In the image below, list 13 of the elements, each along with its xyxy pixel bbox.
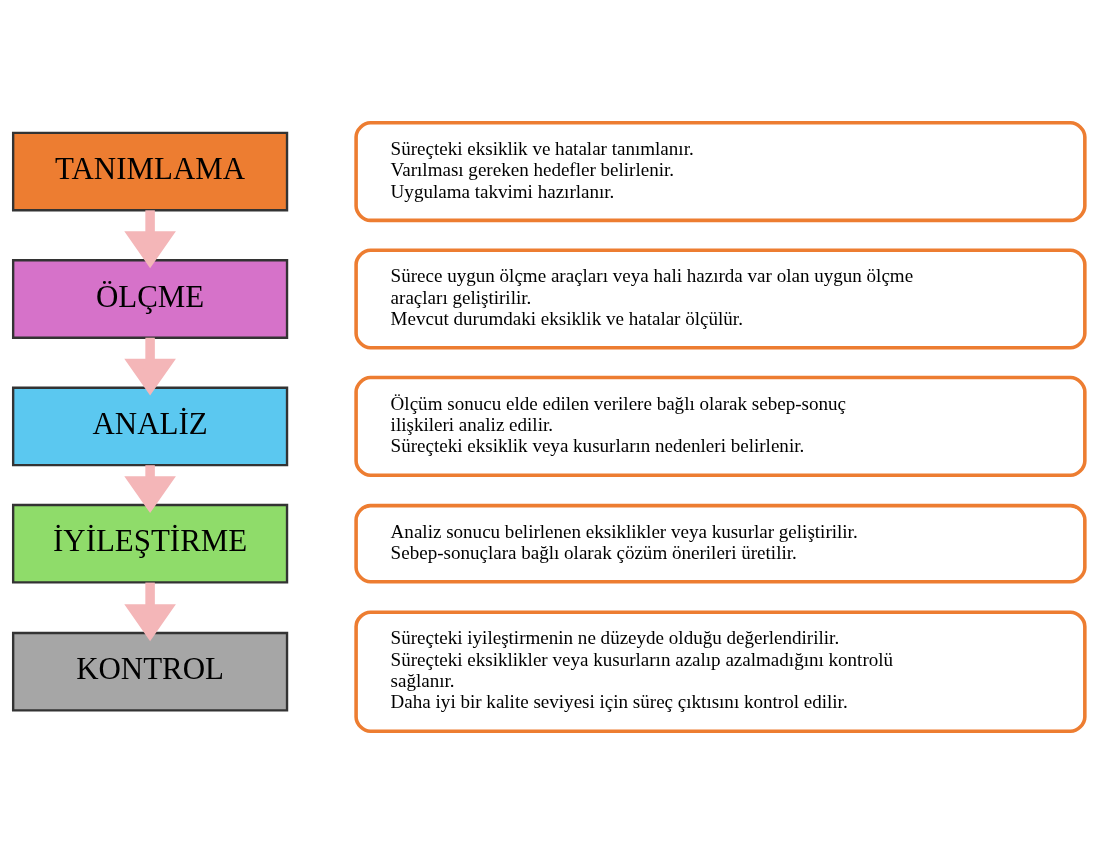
node-box: İYİLEŞTİRME bbox=[11, 503, 289, 584]
node-box: TANIMLAMA bbox=[11, 131, 289, 212]
arrow bbox=[124, 582, 176, 642]
arrow bbox=[124, 210, 176, 269]
arrow bbox=[124, 337, 176, 396]
node-box: ÖLÇME bbox=[11, 259, 289, 339]
node-box: Süreçteki iyileştirmenin ne düzeyde olduğu değerlendirilir. Süreçteki eksiklikler veya kusurların azalıp azalmadığını kontrolü sağlanır. Daha iyi bir kalite seviyesi için süreç çıktısını kontrol edilir. bbox=[354, 610, 1087, 734]
node-box: Süreçteki eksiklik ve hatalar tanımlanır. Varılması gereken hedefler belirlenir. Uygulama takvimi hazırlanır. bbox=[354, 120, 1087, 223]
node-box: Sürece uygun ölçme araçları veya hali hazırda var olan uygun ölçme araçları geliştirilir. Mevcut durumdaki eksiklik ve hatalar ölçülür. bbox=[354, 248, 1087, 350]
node-box: Analiz sonucu belirlenen eksiklikler veya kusurlar geliştirilir. Sebep-sonuçlara bağlı olarak çözüm önerileri üretilir. bbox=[354, 503, 1087, 584]
node-box: KONTROL bbox=[11, 631, 289, 712]
node-box: ANALİZ bbox=[11, 386, 289, 467]
node-box: Ölçüm sonucu elde edilen verilere bağlı olarak sebep-sonuç ilişkileri analiz edilir. Süreçteki eksiklik veya kusurların nedenleri belirlenir. bbox=[354, 375, 1087, 477]
